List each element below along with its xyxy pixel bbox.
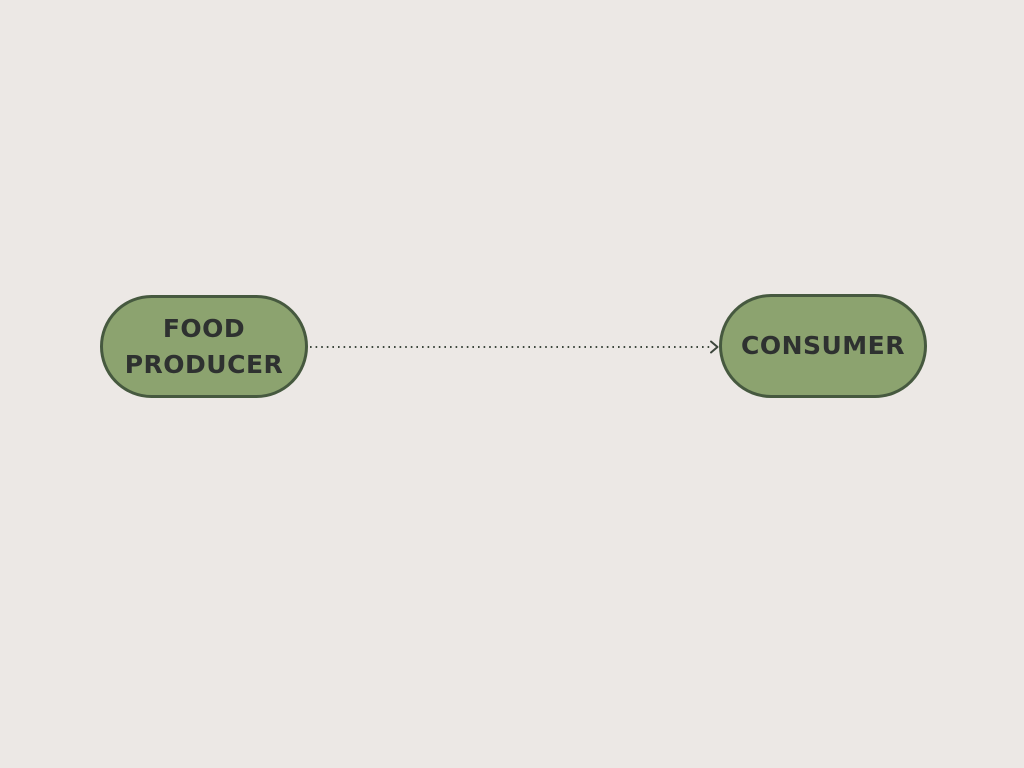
node-consumer[interactable]: CONSUMER — [719, 294, 927, 398]
node-food-producer-label: FOOD PRODUCER — [124, 313, 284, 379]
edge-producer-to-consumer — [310, 340, 719, 354]
edge-arrowhead-icon — [710, 340, 719, 354]
node-consumer-label: CONSUMER — [740, 331, 906, 360]
node-food-producer[interactable]: FOOD PRODUCER — [100, 295, 308, 398]
